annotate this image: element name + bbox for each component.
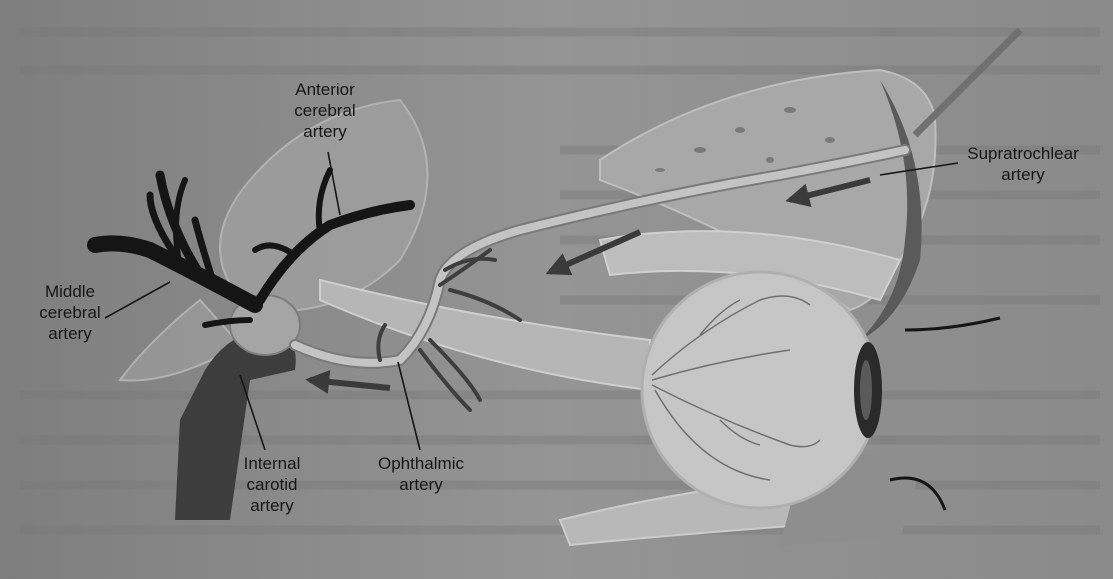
label-line: artery (282, 121, 368, 142)
eyeball (642, 272, 878, 508)
label-line: artery (30, 323, 110, 344)
label-internal-carotid-artery: Internal carotid artery (232, 453, 312, 516)
label-line: Anterior (282, 79, 368, 100)
label-line: Ophthalmic (366, 453, 476, 474)
label-line: Internal (232, 453, 312, 474)
label-line: artery (366, 474, 476, 495)
label-ophthalmic-artery: Ophthalmic artery (366, 453, 476, 495)
label-line: cerebral (30, 302, 110, 323)
label-supratrochlear-artery: Supratrochlear artery (958, 143, 1088, 185)
label-line: carotid (232, 474, 312, 495)
pupil (860, 360, 872, 420)
label-line: artery (958, 164, 1088, 185)
label-line: Middle (30, 281, 110, 302)
label-line: cerebral (282, 100, 368, 121)
label-anterior-cerebral-artery: Anterior cerebral artery (282, 79, 368, 142)
label-line: Supratrochlear (958, 143, 1088, 164)
label-line: artery (232, 495, 312, 516)
label-middle-cerebral-artery: Middle cerebral artery (30, 281, 110, 344)
